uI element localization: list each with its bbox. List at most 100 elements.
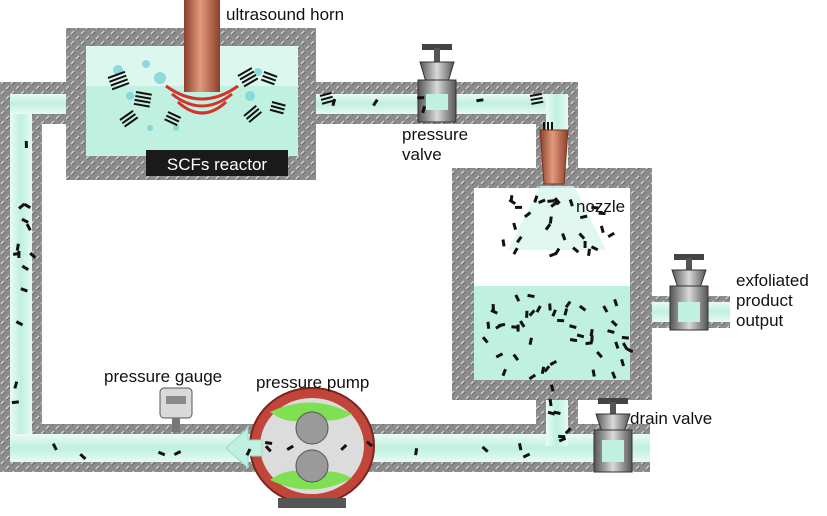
flake	[264, 445, 272, 453]
flake	[533, 195, 539, 203]
flake	[331, 98, 337, 107]
flake	[421, 105, 426, 114]
flake	[543, 365, 551, 373]
flake	[173, 450, 182, 456]
flake	[512, 247, 519, 255]
flake	[547, 410, 556, 416]
pressure-valve-icon	[417, 44, 457, 123]
flake	[591, 205, 599, 210]
flake	[578, 232, 586, 240]
flake	[563, 308, 569, 316]
flake	[20, 287, 28, 293]
drain-valve-icon	[593, 398, 633, 473]
flake	[372, 98, 379, 107]
flow-arrow-icon	[225, 426, 263, 470]
flake	[579, 214, 588, 220]
flake	[15, 320, 24, 327]
flake	[591, 369, 596, 377]
exfoliated-product-label-line3: output	[736, 311, 784, 330]
flake	[607, 329, 615, 334]
flake	[497, 322, 506, 328]
flake	[569, 324, 577, 330]
flake	[79, 453, 87, 460]
nozzle-icon	[539, 129, 569, 185]
flake	[538, 198, 546, 205]
exfoliated-product-label-line1: exfoliated	[736, 271, 809, 290]
flake	[598, 211, 606, 216]
flake	[508, 198, 517, 205]
flake	[561, 232, 567, 241]
flake	[523, 211, 532, 219]
flake	[476, 98, 484, 103]
flake	[23, 202, 32, 209]
flake	[264, 441, 273, 445]
flake	[535, 305, 542, 313]
pressure-gauge-label: pressure gauge	[104, 367, 222, 386]
flake	[365, 440, 374, 448]
flake	[25, 223, 32, 231]
flake	[486, 321, 491, 329]
flake	[610, 319, 618, 327]
flake	[522, 452, 531, 459]
flake	[549, 360, 558, 367]
flake	[417, 96, 425, 100]
flake	[518, 443, 523, 451]
flake	[18, 202, 26, 210]
pressure-valve-label-line2: valve	[402, 145, 442, 164]
flake	[512, 353, 520, 362]
flake	[599, 225, 605, 234]
flake	[51, 443, 58, 451]
flake	[607, 231, 615, 239]
graphene-flakes	[11, 96, 634, 460]
flake	[29, 251, 37, 259]
flake	[540, 366, 546, 375]
flake	[15, 243, 20, 251]
flake	[481, 336, 489, 344]
flake	[548, 252, 557, 258]
flake	[24, 140, 28, 149]
flake	[501, 368, 507, 377]
flake	[528, 373, 537, 381]
scfs-reactor: SCFs reactor	[66, 28, 316, 180]
ultrasound-horn-icon	[165, 0, 239, 115]
flake	[548, 303, 552, 311]
flake	[576, 333, 585, 339]
flake	[622, 342, 629, 350]
flake	[614, 341, 620, 349]
flake	[557, 318, 565, 323]
flake	[514, 294, 521, 302]
flake	[515, 205, 523, 209]
flake	[549, 384, 555, 392]
flake	[414, 447, 419, 456]
nozzle-label: nozzle	[576, 197, 625, 216]
flake	[568, 199, 574, 207]
flake	[511, 325, 519, 329]
flake	[620, 358, 625, 367]
flake	[525, 310, 529, 318]
flake	[564, 427, 572, 435]
flake	[611, 371, 617, 379]
flake	[621, 335, 630, 340]
scfs-reactor-label: SCFs reactor	[167, 155, 267, 174]
flake	[528, 337, 533, 345]
flake	[21, 264, 30, 271]
ultrasound-horn-label: ultrasound horn	[226, 5, 344, 24]
flake	[512, 222, 518, 231]
flake	[528, 309, 536, 317]
flake	[578, 304, 587, 312]
flake	[516, 235, 523, 244]
flake	[572, 246, 580, 254]
flake	[547, 199, 555, 203]
flake	[596, 350, 603, 359]
flake	[21, 217, 29, 224]
flake	[286, 444, 294, 451]
flake	[569, 338, 578, 343]
flake	[245, 448, 252, 456]
flake	[12, 251, 21, 256]
flake	[491, 303, 495, 312]
flake	[527, 293, 535, 299]
flake	[564, 300, 572, 309]
flake	[519, 320, 526, 328]
flake	[501, 239, 506, 247]
